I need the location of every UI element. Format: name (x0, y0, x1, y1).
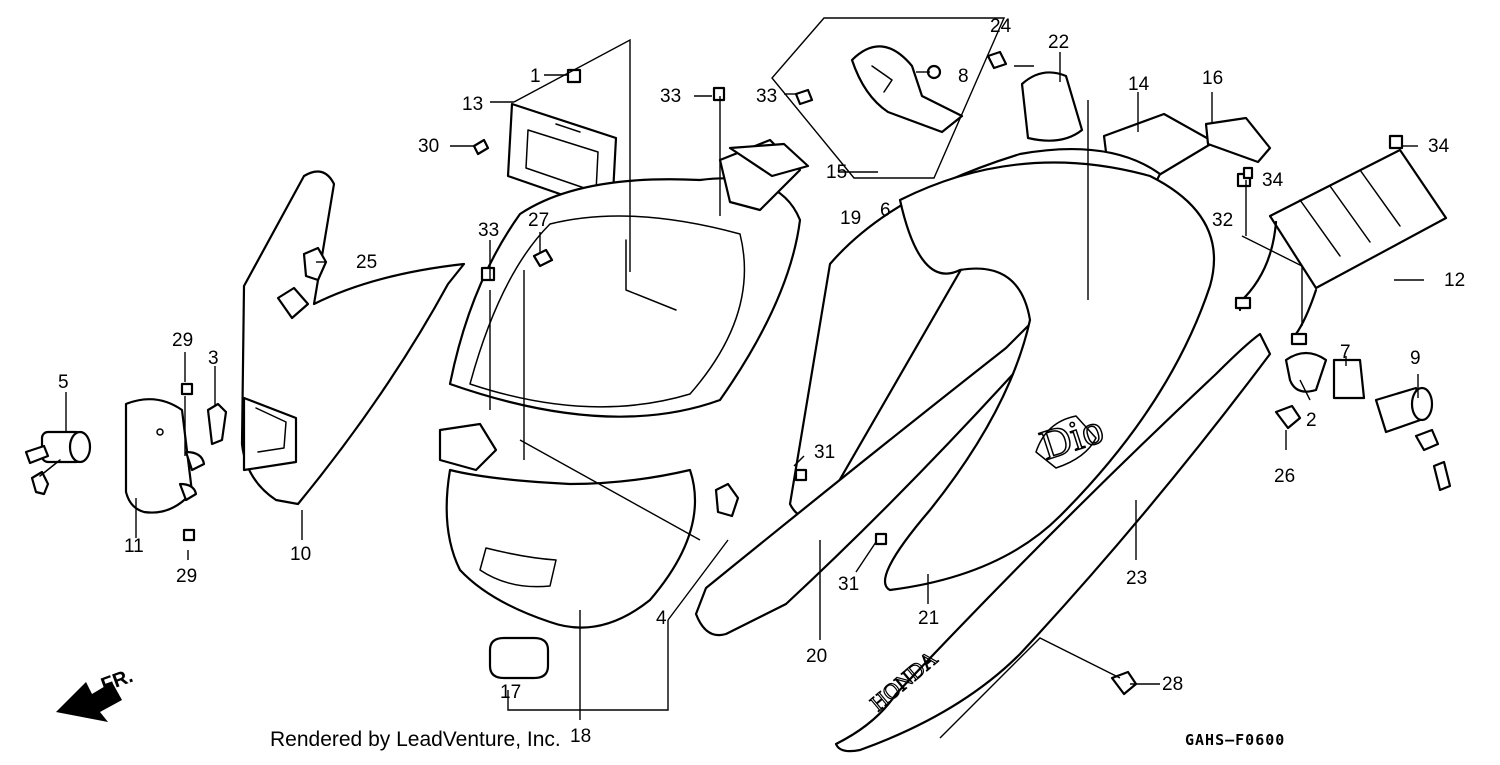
callout-labels: 1 2 3 4 5 6 7 8 9 10 11 12 13 14 15 16 1… (58, 16, 1465, 747)
callout-7: 7 (1340, 342, 1351, 363)
part-inner-cover-10 (240, 170, 466, 506)
part-lid-11 (124, 398, 206, 514)
leader-lines (65, 38, 1424, 739)
callout-26: 26 (1274, 466, 1295, 487)
part-clip-25 (302, 246, 328, 282)
callout-21: 21 (918, 608, 939, 629)
part-latch-6 (771, 17, 1006, 179)
callout-8: 8 (958, 66, 969, 87)
callout-19: 19 (840, 208, 861, 229)
callout-15: 15 (826, 162, 847, 183)
part-gasket-7 (1332, 358, 1366, 400)
callout-1: 1 (530, 66, 541, 87)
part-clip-3 (206, 402, 228, 446)
front-direction-arrow: FR. (56, 665, 136, 722)
callout-20: 20 (806, 646, 827, 667)
callout-33b: 33 (756, 86, 777, 107)
front-marker-label: FR. (98, 665, 136, 697)
callout-10: 10 (290, 544, 311, 565)
part-bracket-16 (1204, 116, 1272, 164)
callout-13: 13 (462, 94, 483, 115)
diagram-code: GAHS–F0600 (1185, 731, 1286, 749)
part-clip-2 (1284, 351, 1328, 393)
callout-29b: 29 (176, 566, 197, 587)
part-key-lock-right (1374, 386, 1452, 492)
callout-9: 9 (1410, 348, 1421, 369)
part-clip-4 (714, 482, 740, 518)
callout-33a: 33 (660, 86, 681, 107)
part-cap-15 (728, 142, 810, 178)
callout-14: 14 (1128, 74, 1150, 95)
callout-30: 30 (418, 136, 439, 157)
part-body-cover-21: Dio (883, 161, 1216, 592)
callout-18: 18 (570, 726, 591, 747)
callout-31b: 31 (838, 574, 859, 595)
callout-5: 5 (58, 372, 69, 393)
part-luggage-box-18 (438, 138, 802, 629)
callout-29a: 29 (172, 330, 193, 351)
callout-3: 3 (208, 348, 219, 369)
callout-12: 12 (1444, 270, 1465, 291)
fasteners (180, 50, 1404, 696)
callout-2: 2 (1306, 410, 1317, 431)
callout-22: 22 (1048, 32, 1069, 53)
part-carrier-12 (1234, 148, 1448, 346)
callout-6: 6 (880, 200, 891, 221)
callout-23: 23 (1126, 568, 1147, 589)
part-pad-17 (488, 636, 550, 680)
part-bolt-26 (1274, 404, 1302, 430)
callout-27: 27 (528, 210, 549, 231)
callout-11: 11 (124, 536, 144, 557)
callout-33c: 33 (478, 220, 499, 241)
part-key-lock-left (24, 430, 92, 496)
part-cover-22 (1020, 71, 1084, 142)
callout-34b: 34 (1262, 170, 1284, 191)
callout-25: 25 (356, 252, 377, 273)
callout-31a: 31 (814, 442, 835, 463)
callout-28: 28 (1162, 674, 1183, 695)
callout-34a: 34 (1428, 136, 1450, 157)
callout-16: 16 (1202, 68, 1223, 89)
callout-17: 17 (500, 682, 521, 703)
callout-32: 32 (1212, 210, 1233, 231)
callout-24: 24 (990, 16, 1012, 37)
callout-4: 4 (656, 608, 667, 629)
credit-text: Rendered by LeadVenture, Inc. (270, 728, 561, 751)
